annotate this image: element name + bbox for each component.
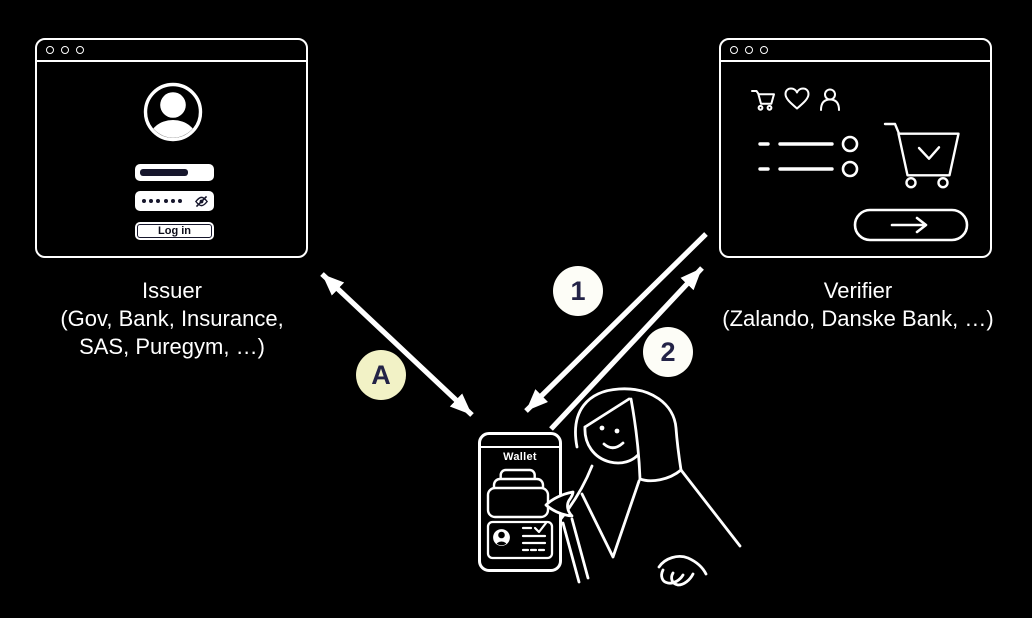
list-radio-icon[interactable] [841,160,859,178]
verifier-window [719,38,992,258]
verifier-title: Verifier [823,278,893,303]
eye-off-icon[interactable] [194,194,209,209]
wallet-content [486,468,554,560]
account-icon[interactable] [820,88,840,111]
arrow-wallet-to-verifier [549,266,704,431]
wallet-app-title: Wallet [503,451,537,463]
continue-button[interactable] [853,208,969,242]
wallet-phone: Wallet [478,432,562,572]
verifier-content [751,87,969,242]
card-stack-icon[interactable] [486,468,550,519]
order-list [758,135,859,178]
password-field[interactable] [135,191,214,211]
window-control-dot[interactable] [730,46,738,54]
issuer-subtitle-line1: (Gov, Bank, Insurance, [60,306,284,331]
cart-icon[interactable] [751,90,775,111]
window-control-dot[interactable] [76,46,84,54]
badge-issuer-wallet: A [356,350,406,400]
verifier-caption: Verifier (Zalando, Danske Bank, …) [703,277,1013,333]
issuer-caption: Issuer (Gov, Bank, Insurance, SAS, Pureg… [17,277,327,361]
person-fringe [583,397,631,429]
person-hair-inner [629,397,642,481]
person-hand-scribble [657,555,708,587]
window-control-dot[interactable] [61,46,69,54]
window-control-dot[interactable] [46,46,54,54]
id-card-icon[interactable] [486,520,554,560]
password-dots [142,199,182,203]
checkout-cart-icon [883,122,960,189]
heart-icon[interactable] [784,87,810,110]
issuer-window: Log in [35,38,308,258]
avatar-icon [493,529,510,546]
issuer-title: Issuer [142,278,202,303]
person-vneck [580,479,641,559]
person-hair [574,387,683,472]
username-field[interactable] [135,164,214,181]
username-text-bar [140,169,188,176]
person-arm [679,468,742,548]
issuer-subtitle-line2: SAS, Puregym, …) [79,334,265,359]
arrow-right-icon [890,216,928,234]
person-eye-right [614,428,620,434]
person-smile [602,441,625,450]
person-illustration [558,387,742,587]
phone-statusbar-divider [481,446,559,448]
person-shoulder-left [558,464,594,522]
person-chin [583,425,640,465]
person-eye-left [599,425,605,431]
login-button[interactable]: Log in [135,222,214,240]
badge-step-2: 2 [643,327,693,377]
arrow-verifier-to-wallet [524,232,708,413]
user-avatar-icon [143,82,203,142]
window-control-dot[interactable] [760,46,768,54]
list-radio-icon[interactable] [841,135,859,153]
person-hair-bottom [638,468,683,483]
arrow-issuer-wallet [320,272,474,417]
window-control-dot[interactable] [745,46,753,54]
issuer-titlebar [37,40,306,62]
chevron-down-icon [917,146,941,160]
badge-step-1: 1 [553,266,603,316]
checkmark-icon [533,521,548,534]
verifier-subtitle-line1: (Zalando, Danske Bank, …) [722,306,994,331]
verifier-titlebar [721,40,990,62]
